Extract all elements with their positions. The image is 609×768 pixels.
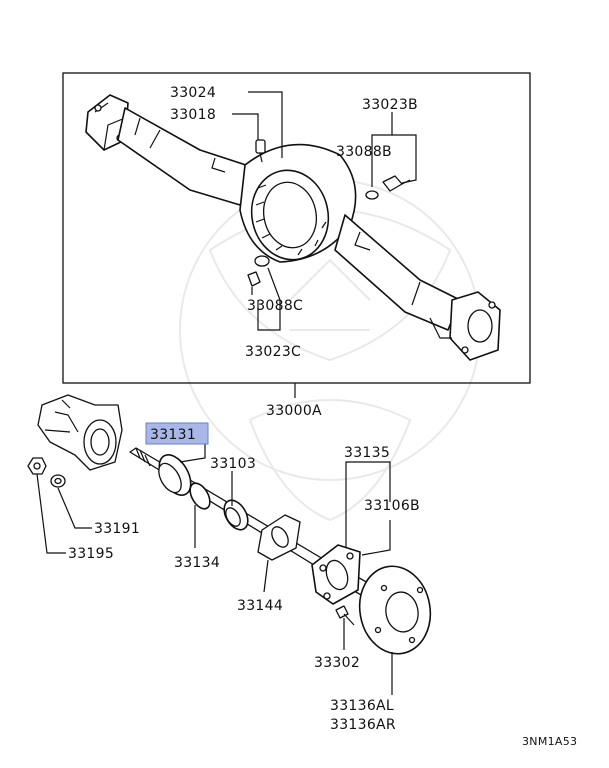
- oil-seal-33103-drawing: [223, 499, 249, 531]
- label-33136ar[interactable]: 33136AR: [330, 717, 396, 733]
- bearing-33131-drawing: [158, 454, 192, 496]
- label-33023b[interactable]: 33023B: [362, 97, 418, 113]
- axle-flange-33136-drawing: [358, 565, 432, 655]
- retainer-33134-drawing: [189, 482, 211, 510]
- axle-housing-illustration: [85, 94, 501, 361]
- hub-bolt-33302-drawing: [335, 605, 355, 626]
- label-33106b[interactable]: 33106B: [364, 498, 420, 514]
- label-33136al[interactable]: 33136AL: [330, 698, 394, 714]
- highlight-33131: [145, 422, 209, 445]
- washer-33191-drawing: [50, 474, 66, 488]
- housing-studs: [255, 184, 327, 256]
- label-33103[interactable]: 33103: [210, 456, 256, 472]
- diagram-code: 3NM1A53: [522, 735, 577, 748]
- differential-carrier-drawing: [37, 394, 123, 471]
- leader-lines-small: [36, 473, 92, 554]
- hub-plate-33135-drawing: [311, 544, 361, 605]
- label-33191[interactable]: 33191: [94, 521, 140, 537]
- nut-33195-drawing: [27, 457, 47, 475]
- washer-33088c-drawing: [254, 255, 270, 267]
- label-33302[interactable]: 33302: [314, 655, 360, 671]
- breather-plug-33024-drawing: [255, 139, 266, 163]
- label-33024[interactable]: 33024: [170, 85, 216, 101]
- label-33088c[interactable]: 33088C: [247, 298, 303, 314]
- label-33134[interactable]: 33134: [174, 555, 220, 571]
- label-33018[interactable]: 33018: [170, 107, 216, 123]
- label-33144[interactable]: 33144: [237, 598, 283, 614]
- label-33135[interactable]: 33135: [344, 445, 390, 461]
- part-labels: 33024 33018 33023B 33088B 33088C 33023C …: [68, 85, 577, 748]
- label-33088b[interactable]: 33088B: [336, 144, 392, 160]
- bolt-33023c-drawing: [247, 271, 261, 287]
- leader-lines-housing: [232, 91, 417, 398]
- washer-33088b-drawing: [365, 190, 379, 200]
- label-33131[interactable]: 33131: [150, 427, 196, 443]
- label-33023c[interactable]: 33023C: [245, 344, 301, 360]
- housing-assembly-frame: [62, 72, 531, 384]
- gasket-33144-drawing: [257, 514, 301, 561]
- bolt-33023b-drawing: [382, 175, 411, 192]
- label-33195[interactable]: 33195: [68, 546, 114, 562]
- label-33000a[interactable]: 33000A: [266, 403, 322, 419]
